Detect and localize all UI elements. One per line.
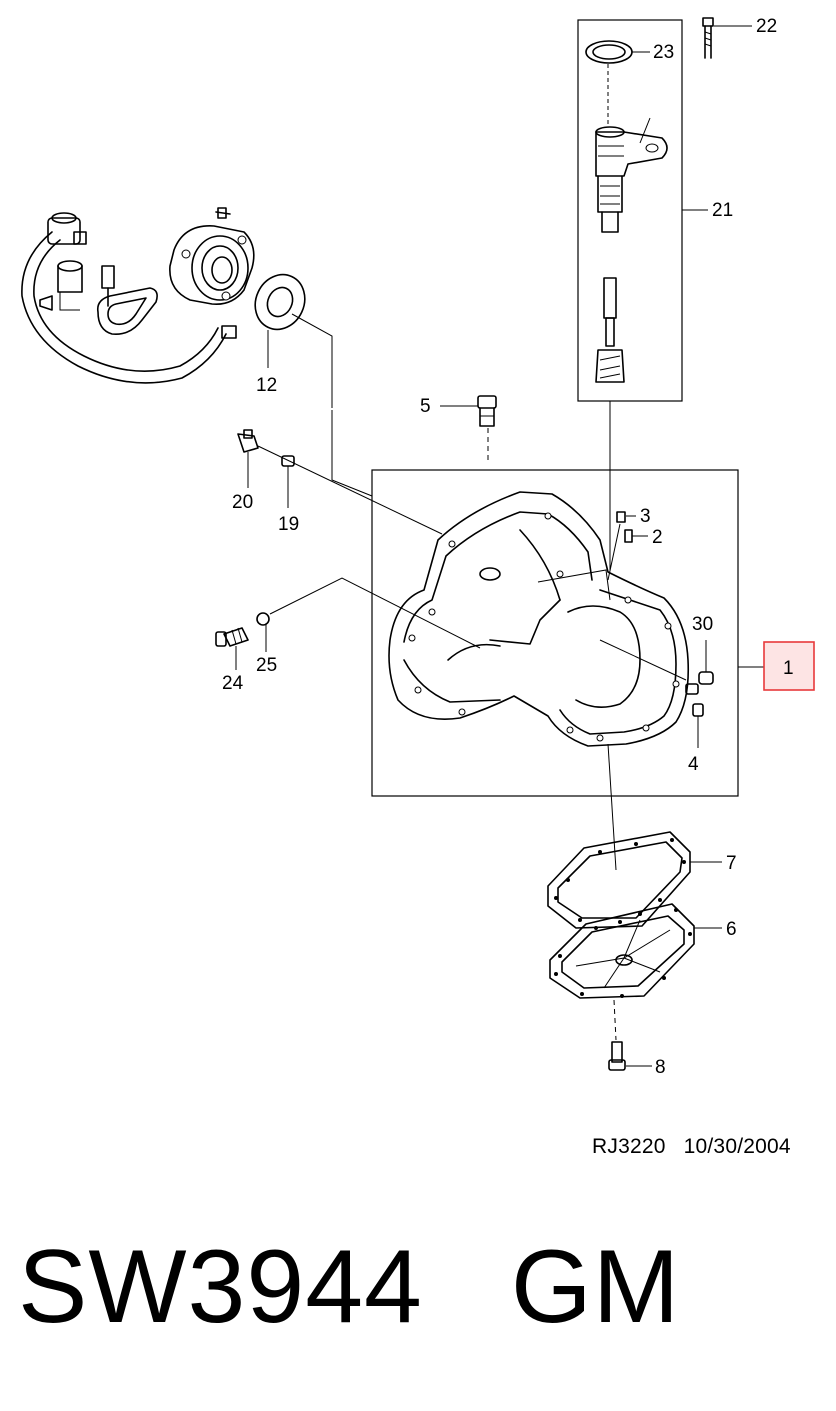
diagram-reference: RJ3220 10/30/2004 xyxy=(592,1135,791,1159)
pipe-nut[interactable] xyxy=(221,325,237,339)
sensor-connector[interactable] xyxy=(101,265,115,307)
gasket-7[interactable] xyxy=(547,831,691,929)
speedometer-group-frame xyxy=(577,19,683,402)
transaxle-case-1[interactable] xyxy=(388,491,690,747)
dowel-4[interactable] xyxy=(692,703,704,717)
breather-5[interactable] xyxy=(477,395,497,427)
reference-code: RJ3220 xyxy=(592,1135,666,1158)
hydraulic-pipe[interactable] xyxy=(21,231,227,384)
part-number: SW3944 xyxy=(18,1229,423,1345)
callout-21[interactable]: 21 xyxy=(712,200,733,221)
callout-labels: 1 2 3 4 5 6 7 8 12 19 20 21 22 23 24 25 … xyxy=(222,16,815,1078)
bleeder-fitting[interactable] xyxy=(47,212,87,245)
plug-19[interactable] xyxy=(281,455,295,467)
switch-20[interactable] xyxy=(237,429,259,453)
speedometer-gear-group xyxy=(577,17,752,570)
oil-pan-6[interactable] xyxy=(549,903,695,999)
callout-20[interactable]: 20 xyxy=(232,492,253,513)
callout-4[interactable]: 4 xyxy=(688,754,699,775)
nut-30[interactable] xyxy=(698,671,714,685)
speed-sensor-21[interactable] xyxy=(595,126,668,233)
washer-25[interactable] xyxy=(256,612,270,626)
retainer-clip[interactable] xyxy=(39,295,53,311)
callout-24[interactable]: 24 xyxy=(222,673,244,694)
callout-23[interactable]: 23 xyxy=(653,42,674,63)
callout-1-highlight[interactable] xyxy=(763,641,815,691)
callout-6[interactable]: 6 xyxy=(726,919,737,940)
callout-8[interactable]: 8 xyxy=(655,1057,666,1078)
callout-30[interactable]: 30 xyxy=(692,614,713,635)
callout-19[interactable]: 19 xyxy=(278,514,299,535)
callout-1[interactable]: 1 xyxy=(783,658,794,679)
callout-7[interactable]: 7 xyxy=(726,853,737,874)
pipe-bracket[interactable] xyxy=(96,287,158,336)
sensor-24[interactable] xyxy=(215,627,249,647)
callout-25[interactable]: 25 xyxy=(256,655,277,676)
clutch-release-group xyxy=(21,207,373,497)
reference-date: 10/30/2004 xyxy=(683,1135,791,1158)
driven-gear-shaft[interactable] xyxy=(595,277,625,383)
bolt-22[interactable] xyxy=(702,17,714,59)
pin-2[interactable] xyxy=(624,529,633,543)
slave-cylinder[interactable] xyxy=(169,207,255,306)
bolt-8[interactable] xyxy=(608,1041,626,1071)
o-ring-23[interactable] xyxy=(585,40,633,64)
plug-3[interactable] xyxy=(616,511,626,523)
brand-name: GM xyxy=(510,1229,681,1345)
callout-3[interactable]: 3 xyxy=(640,506,651,527)
nut-case[interactable] xyxy=(685,683,699,695)
transaxle-case-frame xyxy=(371,469,739,797)
callout-5[interactable]: 5 xyxy=(420,396,431,417)
seal-12[interactable] xyxy=(246,266,313,337)
callout-22[interactable]: 22 xyxy=(756,16,777,37)
callout-12[interactable]: 12 xyxy=(256,375,277,396)
clip-fitting[interactable] xyxy=(57,260,83,311)
callout-2[interactable]: 2 xyxy=(652,527,663,548)
